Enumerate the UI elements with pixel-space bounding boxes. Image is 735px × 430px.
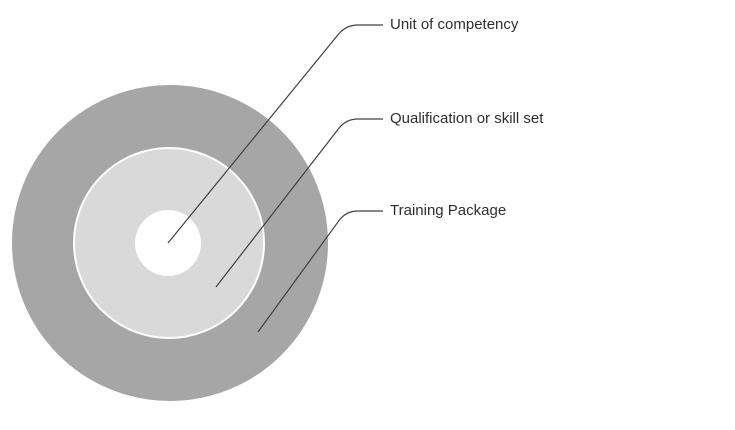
callout-label-unit-of-competency: Unit of competency [390,16,519,33]
callout-label-training-package: Training Package [390,202,507,219]
callout-line-training-package [257,210,383,333]
callout-label-qualification-or-skill-set: Qualification or skill set [390,110,544,127]
callout-line-qualification [215,118,383,288]
callout-line-unit-of-competency [167,24,383,244]
